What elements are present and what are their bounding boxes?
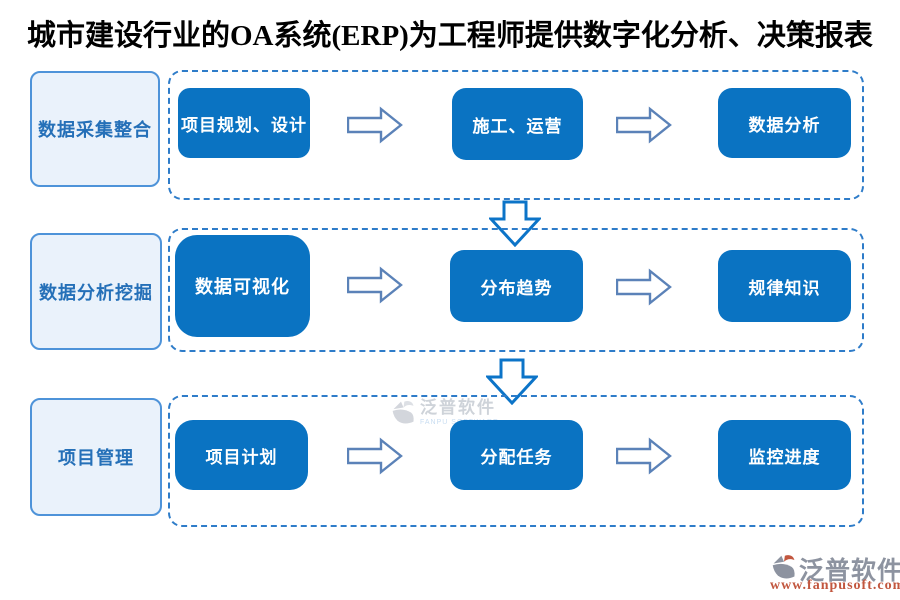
watermark-brand: 泛普软件 — [420, 398, 496, 417]
fanpu-logo-icon — [392, 401, 414, 424]
footer-brand-name: 泛普软件 — [799, 557, 900, 585]
flow-step-construction-operation: 施工、运营 — [452, 88, 583, 160]
right-arrow-icon — [347, 106, 403, 144]
row-label-data-mining: 数据分析挖掘 — [30, 233, 162, 350]
flow-container-row1 — [168, 70, 864, 200]
flow-step-project-plan: 项目计划 — [175, 420, 308, 490]
right-arrow-icon — [347, 437, 403, 475]
right-arrow-icon — [616, 106, 672, 144]
footer-website-url: www.fanpusoft.com — [770, 578, 900, 593]
down-arrow-icon — [486, 358, 538, 405]
right-arrow-icon — [347, 266, 403, 304]
right-arrow-icon — [616, 437, 672, 475]
flow-container-row3 — [168, 395, 864, 527]
flow-step-assign-tasks: 分配任务 — [450, 420, 583, 490]
flow-step-data-visualization: 数据可视化 — [175, 235, 310, 337]
row-label-project-management: 项目管理 — [30, 398, 162, 516]
flow-step-monitor-progress: 监控进度 — [718, 420, 851, 490]
flow-step-distribution-trend: 分布趋势 — [450, 250, 583, 322]
flow-step-data-analysis: 数据分析 — [718, 88, 851, 158]
flow-step-pattern-knowledge: 规律知识 — [718, 250, 851, 322]
right-arrow-icon — [616, 268, 672, 306]
diagram-title: 城市建设行业的OA系统(ERP)为工程师提供数字化分析、决策报表 — [27, 20, 873, 52]
fanpu-logo-icon — [772, 555, 795, 579]
row-label-data-collection: 数据采集整合 — [30, 71, 160, 187]
down-arrow-icon — [489, 200, 541, 247]
flow-container-row2 — [168, 228, 864, 352]
flow-step-project-planning: 项目规划、设计 — [178, 88, 310, 158]
